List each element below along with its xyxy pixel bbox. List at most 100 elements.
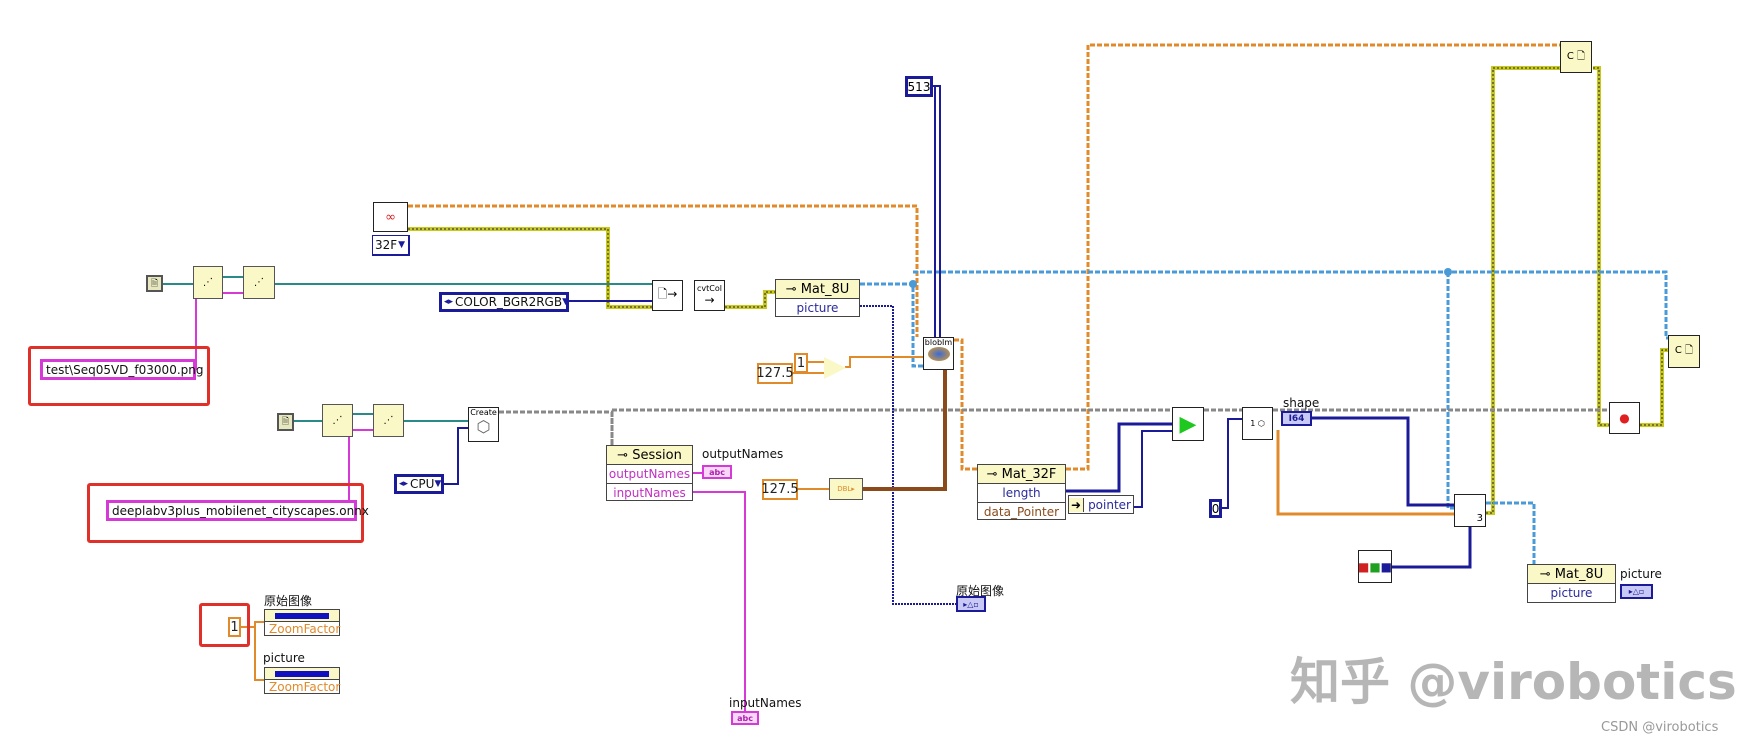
session-row-outputnames[interactable]: outputNames [608,467,691,481]
blob-from-image-node[interactable]: blobIm [923,337,954,370]
cvtcolor-node[interactable]: cvtCol→ [694,280,725,311]
output-names-indicator[interactable]: abc [702,465,732,479]
zero-constant[interactable]: 0 [1209,499,1222,518]
waveform-node[interactable]: 3 [1454,494,1486,527]
wire-session[interactable] [610,408,1172,445]
mat8u-output-property-node[interactable]: ⊸ Mat_8U picture [1527,564,1616,603]
wire-mat[interactable] [1640,348,1668,427]
get-output-node[interactable]: 1 ⬡ [1242,407,1273,440]
original-image-indicator[interactable]: ▸△▫ [956,596,986,612]
opencv-icon[interactable]: ∞ [373,202,408,232]
mat32f-property-node[interactable]: ⊸ Mat_32F length data_Pointer [977,464,1066,520]
highlight-box [28,346,210,406]
wire-mat[interactable] [725,290,775,309]
credit-text: CSDN @virobotics [1601,720,1719,735]
original-image-label: 原始图像 [956,584,1005,598]
class-icon: ⊸ [785,281,801,297]
wire-cluster[interactable] [863,370,947,491]
original-image-zoom-property[interactable]: ZoomFactor [264,609,340,636]
color-code-dropdown[interactable]: ◂▸COLOR_BGR2RGB▼ [439,292,569,312]
shape-indicator[interactable]: I64 [1281,411,1312,426]
path-build-node[interactable]: ⋰ [243,266,275,299]
pointer-node[interactable]: ➜pointer [1068,495,1134,514]
depth-dropdown[interactable]: 32F▼ [372,235,410,256]
input-names-indicator[interactable]: abc [731,711,759,725]
wire-image[interactable] [913,270,1668,340]
file-path-icon[interactable]: 🗎 [146,275,163,292]
scale-numerator-constant[interactable]: 1 [794,353,808,373]
picture-property-label: picture [263,651,305,665]
wire-session[interactable] [499,410,614,445]
wire-junction [1444,268,1452,276]
run-inference-node[interactable]: ▶ [1172,407,1204,441]
watermark: 知乎 @virobotics [1290,653,1737,711]
enum-arrows-icon: ◂▸ [399,479,409,489]
waveform-count: 3 [1476,513,1483,524]
highlight-box [87,483,364,543]
session-property-node[interactable]: ⊸ Session outputNames inputNames [606,445,693,501]
original-image-property-label: 原始图像 [264,594,313,608]
image-path-constant[interactable]: test\Seq05VD_f03000.png [40,359,203,380]
c-file-node[interactable]: C 🗋 [1560,41,1592,73]
blob-label: blobIm [924,338,953,347]
wire-image[interactable] [1486,501,1536,564]
file-path-icon[interactable]: 🗎 [277,413,294,431]
wire-orange[interactable] [954,338,977,471]
create-session-node[interactable]: Create⬡ [468,407,499,442]
zoomfactor-row[interactable]: ZoomFactor [269,680,341,694]
wire-image[interactable] [860,282,923,368]
picture-zoom-property[interactable]: ZoomFactor [264,667,340,694]
mat8u-row-picture[interactable]: picture [796,301,839,315]
mat8u-title: Mat_8U [800,281,850,297]
depth-value: 32F [375,238,398,252]
scale-denominator-constant[interactable]: 127.5 [756,363,794,384]
wire-image[interactable] [1446,272,1454,510]
mean-constant[interactable]: 127.5 [761,479,799,500]
mat8u-output-row-picture[interactable]: picture [1550,586,1593,600]
wire-mat[interactable] [1486,66,1562,515]
c-file-node[interactable]: C 🗋 [1668,335,1700,368]
mat32f-title: Mat_32F [1001,466,1057,482]
arrow-right-icon: ➜ [1069,497,1085,512]
arrow-right-icon: → [704,293,715,307]
model-path-constant[interactable]: deeplabv3plus_mobilenet_cityscapes.onnx [106,500,369,521]
divide-icon[interactable] [824,357,846,379]
output-names-label: outputNames [702,447,784,461]
pointer-label: pointer [1088,497,1131,512]
mat32f-row-datapointer[interactable]: data_Pointer [983,505,1060,519]
path-convert-node[interactable]: ⋰ [193,266,223,299]
chevron-down-icon: ▼ [398,240,405,250]
enum-arrows-icon: ◂▸ [444,297,454,307]
path-build-node[interactable]: ⋰ [373,404,404,437]
path-convert-node[interactable]: ⋰ [322,404,353,437]
zoomfactor-row[interactable]: ZoomFactor [269,622,341,636]
onnx-icon: ⬡ [476,417,491,436]
wire-orange[interactable] [1066,43,1560,471]
cvtcolor-label: cvtCol [697,284,722,293]
create-label: Create [470,408,497,417]
bundle-node[interactable]: DBL▸ [829,478,863,500]
blob-icon [927,347,950,361]
color-code-value: COLOR_BGR2RGB [455,295,563,309]
chevron-down-icon: ▼ [434,479,442,489]
wire-orange[interactable] [408,204,919,337]
highlight-box [199,603,250,647]
session-row-inputnames[interactable]: inputNames [613,486,686,500]
backend-dropdown[interactable]: ◂▸CPU▼ [394,474,444,494]
mat8u-property-node[interactable]: ⊸ Mat_8U picture [775,279,860,317]
chevron-down-icon: ▼ [562,297,569,307]
color-table-icon[interactable]: ■■■ [1358,550,1392,583]
input-names-label: inputNames [729,696,802,710]
backend-value: CPU [410,477,435,491]
picture-indicator-label: picture [1620,567,1662,581]
mat32f-row-length[interactable]: length [1002,486,1041,500]
zoom-constant[interactable]: 1 [228,617,241,637]
wire-mat[interactable] [1593,66,1609,427]
picture-indicator[interactable]: ▸△▫ [1620,584,1653,599]
close-session-node[interactable]: ● [1609,402,1640,434]
imread-node[interactable]: 🗋→ [652,280,683,311]
size-constant[interactable]: 513 [905,76,933,97]
shape-label: shape [1283,396,1320,410]
